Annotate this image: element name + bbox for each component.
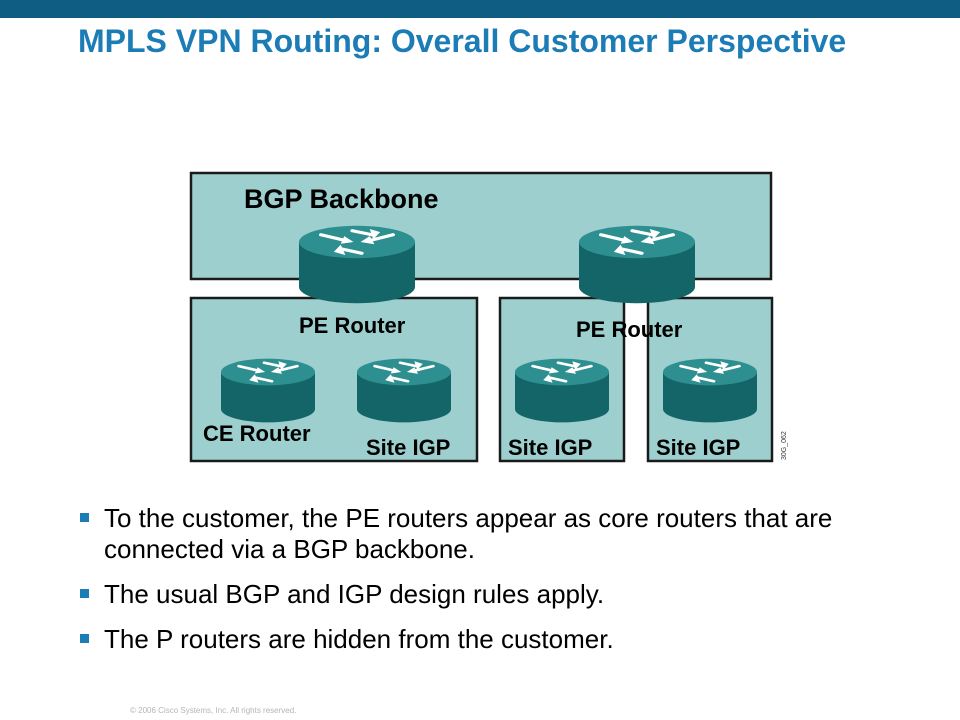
site-igp-label-1: Site IGP: [366, 435, 450, 460]
ce-router-icon: [219, 357, 317, 424]
bullet-text: To the customer, the PE routers appear a…: [104, 503, 833, 564]
site-igp-label-3: Site IGP: [656, 435, 740, 460]
top-banner: [0, 0, 960, 18]
bgp-backbone-label: BGP Backbone: [244, 184, 439, 214]
bullet-item: The P routers are hidden from the custom…: [78, 624, 918, 655]
bullet-item: The usual BGP and IGP design rules apply…: [78, 579, 918, 610]
square-bullet-icon: [80, 634, 89, 643]
bullet-text: The P routers are hidden from the custom…: [104, 624, 614, 654]
site-router-middle-icon: [513, 357, 611, 424]
bullet-text: The usual BGP and IGP design rules apply…: [104, 579, 605, 609]
pe-router-label-right: PE Router: [576, 317, 683, 342]
bullet-item: To the customer, the PE routers appear a…: [78, 503, 918, 565]
site-igp-label-2: Site IGP: [508, 435, 592, 460]
ce-router-label: CE Router: [203, 421, 311, 446]
site-router-left-icon: [355, 357, 453, 424]
site-router-right-icon: [661, 357, 759, 424]
pe-router-right-icon: [579, 226, 695, 303]
figure-code: 30G_062: [781, 431, 788, 460]
pe-router-label-left: PE Router: [299, 313, 406, 338]
bullet-list: To the customer, the PE routers appear a…: [78, 503, 918, 669]
slide-title: MPLS VPN Routing: Overall Customer Persp…: [78, 23, 847, 59]
copyright-notice: © 2006 Cisco Systems, Inc. All rights re…: [130, 706, 297, 715]
pe-router-left-icon: [299, 226, 415, 303]
square-bullet-icon: [80, 513, 89, 522]
square-bullet-icon: [80, 589, 89, 598]
